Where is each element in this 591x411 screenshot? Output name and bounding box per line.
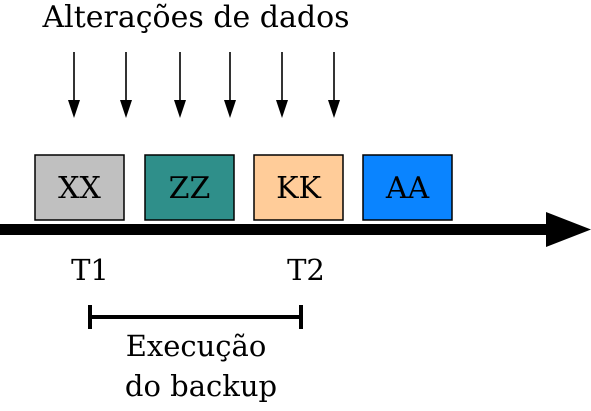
data-box-label: ZZ bbox=[169, 171, 211, 206]
data-box-label: KK bbox=[276, 171, 321, 206]
time-label-t2: T2 bbox=[287, 253, 325, 287]
data-box-rect bbox=[144, 154, 235, 221]
timeline-arrowhead bbox=[546, 212, 591, 247]
data-box-label: XX bbox=[58, 171, 101, 206]
change-arrows bbox=[68, 52, 340, 118]
timeline-line bbox=[0, 224, 552, 235]
change-arrow bbox=[224, 52, 236, 118]
change-arrow bbox=[276, 52, 288, 118]
backup-caption-line2: do backup bbox=[125, 369, 277, 403]
bracket-right-cap bbox=[299, 305, 303, 329]
change-arrow bbox=[68, 52, 80, 118]
data-box-kk: KK bbox=[253, 154, 344, 221]
data-box-rect bbox=[362, 154, 453, 221]
change-arrow bbox=[328, 52, 340, 118]
timeline-axis bbox=[0, 212, 591, 247]
change-arrow bbox=[174, 52, 186, 118]
backup-interval-bracket bbox=[88, 305, 303, 329]
data-box-label: AA bbox=[385, 171, 430, 206]
backup-caption-line1: Execução bbox=[126, 329, 267, 363]
bracket-line bbox=[89, 315, 302, 319]
data-box-aa: AA bbox=[362, 154, 453, 221]
data-box-xx: XX bbox=[34, 154, 125, 221]
data-box-zz: ZZ bbox=[144, 154, 235, 221]
title: Alterações de dados bbox=[41, 0, 349, 35]
data-box-rect bbox=[253, 154, 344, 221]
change-arrow bbox=[120, 52, 132, 118]
bracket-left-cap bbox=[88, 305, 92, 329]
data-box-rect bbox=[34, 154, 125, 221]
time-label-t1: T1 bbox=[71, 253, 109, 287]
